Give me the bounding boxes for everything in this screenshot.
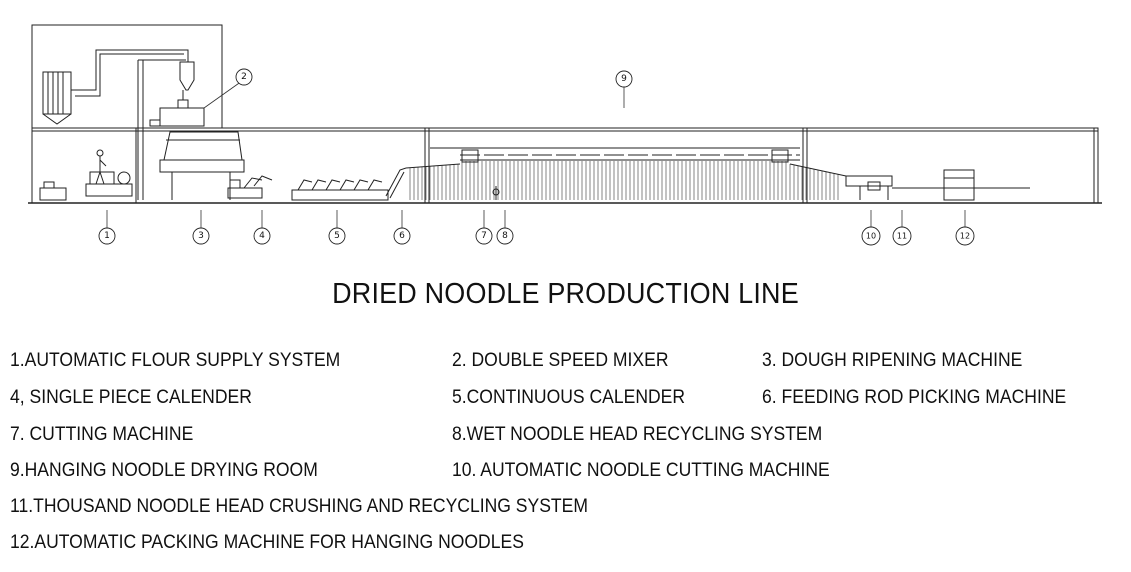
legend-item-1: 1.AUTOMATIC FLOUR SUPPLY SYSTEM: [10, 349, 341, 371]
svg-text:12: 12: [960, 232, 970, 241]
callout-9: 9: [615, 70, 633, 88]
packing-machine: [943, 169, 975, 201]
svg-text:3: 3: [198, 231, 204, 241]
noodle-cutter: [845, 175, 893, 187]
hanging-noodle-strands: [409, 161, 839, 200]
legend-item-6: 6. FEEDING ROD PICKING MACHINE: [762, 386, 1067, 408]
production-line-drawing: 1 2 3 4 5 6 7 8 9 10 11 12: [28, 24, 1102, 246]
svg-text:7: 7: [481, 231, 487, 241]
callout-6: 6: [393, 227, 411, 245]
cyclone: [179, 61, 195, 91]
callout-4: 4: [253, 227, 271, 245]
flour-silo: [42, 71, 72, 115]
legend-item-9: 9.HANGING NOODLE DRYING ROOM: [10, 459, 318, 481]
svg-text:4: 4: [259, 231, 265, 241]
ripening-machine: [159, 159, 245, 173]
legend-item-10: 10. AUTOMATIC NOODLE CUTTING MACHINE: [452, 459, 830, 481]
legend-item-2: 2. DOUBLE SPEED MIXER: [452, 349, 669, 371]
callout-3: 3: [192, 227, 210, 245]
legend-item-5: 5.CONTINUOUS CALENDER: [452, 386, 686, 408]
legend-item-3: 3. DOUGH RIPENING MACHINE: [762, 349, 1023, 371]
svg-text:9: 9: [621, 74, 627, 84]
callout-12: 12: [955, 226, 975, 246]
svg-text:2: 2: [241, 72, 247, 82]
callout-11: 11: [892, 226, 912, 246]
svg-text:6: 6: [399, 231, 405, 241]
legend-item-12: 12.AUTOMATIC PACKING MACHINE FOR HANGING…: [10, 531, 524, 553]
legend-item-11: 11.THOUSAND NOODLE HEAD CRUSHING AND REC…: [10, 495, 588, 517]
callout-7: 7: [475, 227, 493, 245]
legend-item-8: 8.WET NOODLE HEAD RECYCLING SYSTEM: [452, 423, 823, 445]
svg-text:1: 1: [104, 231, 110, 241]
svg-text:11: 11: [897, 232, 907, 241]
svg-text:10: 10: [866, 232, 876, 241]
callout-10: 10: [861, 226, 881, 246]
legend-item-4: 4, SINGLE PIECE CALENDER: [10, 386, 252, 408]
ground-floor-building: [31, 127, 1099, 204]
legend-item-7: 7. CUTTING MACHINE: [10, 423, 194, 445]
diagram-title: DRIED NOODLE PRODUCTION LINE: [332, 278, 799, 310]
svg-text:8: 8: [502, 231, 508, 241]
callout-8: 8: [496, 227, 514, 245]
mixer: [159, 107, 205, 127]
callout-2: 2: [235, 68, 253, 86]
svg-text:5: 5: [334, 231, 340, 241]
callout-5: 5: [328, 227, 346, 245]
callout-1: 1: [98, 227, 116, 245]
